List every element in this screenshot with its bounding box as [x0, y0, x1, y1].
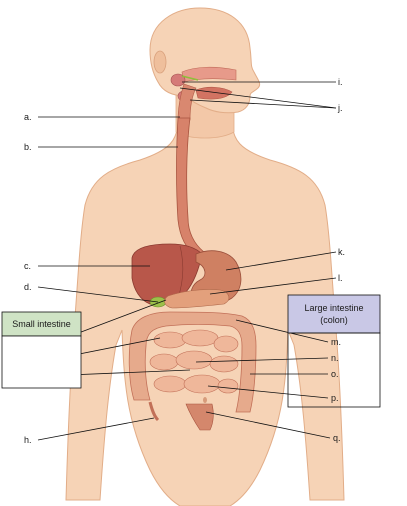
liver — [131, 243, 203, 305]
label-j: j. — [337, 103, 343, 113]
large-intestine-box-title-bg — [287, 294, 381, 334]
leader-k — [225, 251, 337, 271]
leader-p — [207, 385, 329, 399]
leader-h — [37, 417, 155, 441]
salivary-duct — [181, 75, 199, 81]
small-intestine — [149, 329, 239, 394]
leader-j2 — [189, 99, 337, 109]
label-o: o. — [331, 369, 339, 379]
leader-q — [205, 411, 331, 439]
appendix — [148, 401, 160, 422]
label-i: i. — [338, 77, 343, 87]
label-b: b. — [24, 142, 32, 152]
leader-m — [235, 319, 329, 343]
large-intestine-box-body — [287, 332, 381, 408]
label-q: q. — [333, 433, 341, 443]
label-d: d. — [24, 282, 32, 292]
label-l: l. — [338, 273, 343, 283]
large-intestine-box-title-line2: (colon) — [320, 315, 348, 325]
pancreas — [164, 289, 230, 309]
large-intestine-box: Large intestine (colon) — [287, 294, 381, 408]
leader-n — [195, 357, 329, 363]
salivary-gland-upper — [170, 73, 186, 87]
nasal-cavity — [181, 66, 237, 83]
label-p: p. — [331, 393, 339, 403]
label-n: n. — [331, 353, 339, 363]
tongue — [195, 86, 233, 100]
label-c: c. — [24, 261, 31, 271]
leader-l — [209, 277, 337, 295]
small-intestine-box-body — [1, 335, 82, 389]
rectum — [185, 403, 214, 431]
oral-cavity — [170, 66, 237, 121]
leader-j1 — [179, 87, 337, 109]
label-h: h. — [24, 435, 32, 445]
navel — [203, 397, 207, 403]
label-m: m. — [331, 337, 341, 347]
small-intestine-box-title: Small intestine — [12, 319, 71, 329]
small-intestine-box: Small intestine — [1, 311, 82, 389]
leader-d — [37, 286, 159, 303]
large-intestine-box-title-line1: Large intestine — [304, 303, 363, 313]
ear — [153, 50, 167, 74]
label-k: k. — [338, 247, 345, 257]
small-intestine-box-title-bg — [1, 311, 82, 337]
label-a: a. — [24, 112, 32, 122]
